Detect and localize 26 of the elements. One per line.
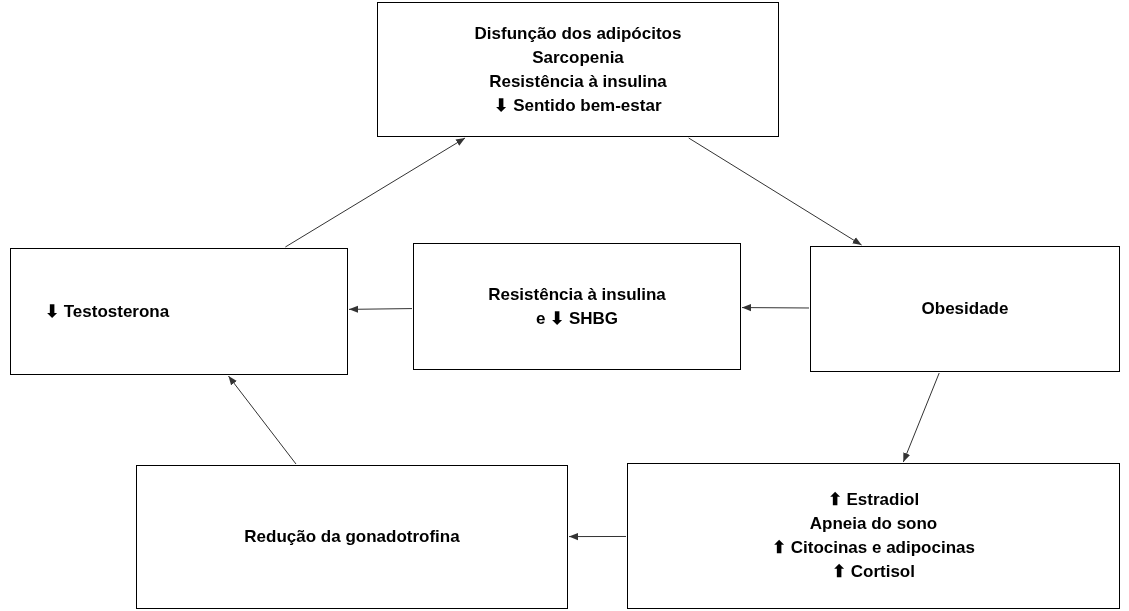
arrow [902,372,940,463]
arrow [228,375,297,465]
process-box [627,463,1120,609]
process-box [413,243,741,370]
arrow [348,305,413,313]
arrow [688,137,863,246]
box-text: ⬇ Testosterona [45,300,170,323]
box-text: ⬇ Sentido bem-estar [494,94,662,117]
box-text: Apneia do sono [809,513,938,535]
box-text: Obesidade [921,298,1009,320]
box-text: ⬆ Citocinas e adipocinas [772,537,975,559]
process-box [10,248,348,375]
process-box [377,2,779,137]
arrow [741,304,810,312]
box-text: ⬆ Estradiol [827,489,920,511]
box-text: Redução da gonadotrofina [244,526,460,548]
arrow [284,137,466,248]
arrow [568,532,627,541]
box-text: Resistência à insulina [489,70,667,93]
process-box [810,246,1120,372]
box-text: Sarcopenia [532,46,624,69]
box-text: Resistência à insulina [488,283,666,306]
process-box [136,465,568,609]
box-text: ⬆ Cortisol [832,561,915,583]
box-text: e ⬇ SHBG [536,307,618,330]
box-text: Disfunção dos adipócitos [474,22,682,45]
